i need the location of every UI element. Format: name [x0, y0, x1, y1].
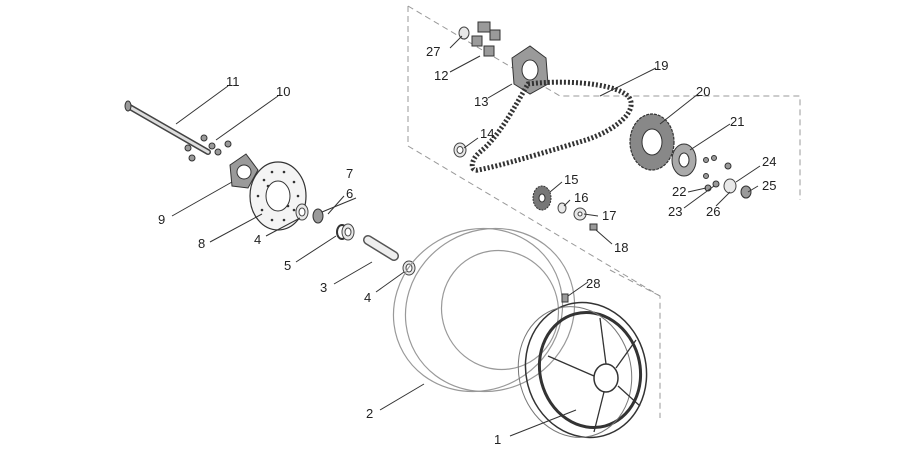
callout-24: 24 — [762, 154, 776, 169]
callout-26: 26 — [706, 204, 720, 219]
callout-8: 8 — [198, 236, 205, 251]
callout-labels: 1 2 3 4 4 5 6 7 8 9 10 11 12 13 14 15 16… — [158, 44, 776, 447]
leader-lines — [171, 35, 761, 437]
callout-17: 17 — [602, 208, 616, 223]
wheel-rim — [517, 301, 648, 439]
valve — [561, 293, 569, 303]
callout-15: 15 — [564, 172, 578, 187]
cush-drive — [458, 21, 549, 95]
callout-19: 19 — [654, 58, 668, 73]
callout-2: 2 — [366, 406, 373, 421]
axle — [124, 100, 211, 155]
callout-12: 12 — [434, 68, 448, 83]
callout-28: 28 — [586, 276, 600, 291]
callout-3: 3 — [320, 280, 327, 295]
callout-5: 5 — [284, 258, 291, 273]
callout-25: 25 — [762, 178, 776, 193]
washer — [453, 142, 467, 158]
chain — [469, 79, 634, 173]
callout-22: 22 — [672, 184, 686, 199]
callout-23: 23 — [668, 204, 682, 219]
callout-6: 6 — [346, 186, 353, 201]
callout-4: 4 — [254, 232, 261, 247]
callout-14: 14 — [480, 126, 494, 141]
tire — [392, 227, 576, 393]
callout-21: 21 — [730, 114, 744, 129]
callout-18: 18 — [614, 240, 628, 255]
spacer-tube — [363, 235, 416, 276]
callout-16: 16 — [574, 190, 588, 205]
callout-27: 27 — [426, 44, 440, 59]
callout-11: 11 — [226, 74, 240, 89]
assembly-frame — [407, 5, 801, 418]
callout-10: 10 — [276, 84, 290, 99]
rear-sprocket — [629, 113, 675, 171]
callout-20: 20 — [696, 84, 710, 99]
callout-4: 4 — [364, 290, 371, 305]
sprocket-carrier — [671, 143, 697, 177]
callout-1: 1 — [494, 432, 501, 447]
callout-7: 7 — [346, 166, 353, 181]
callout-13: 13 — [474, 94, 488, 109]
callout-9: 9 — [158, 212, 165, 227]
disc-bolts — [184, 134, 232, 162]
hub-bearings — [295, 203, 355, 241]
